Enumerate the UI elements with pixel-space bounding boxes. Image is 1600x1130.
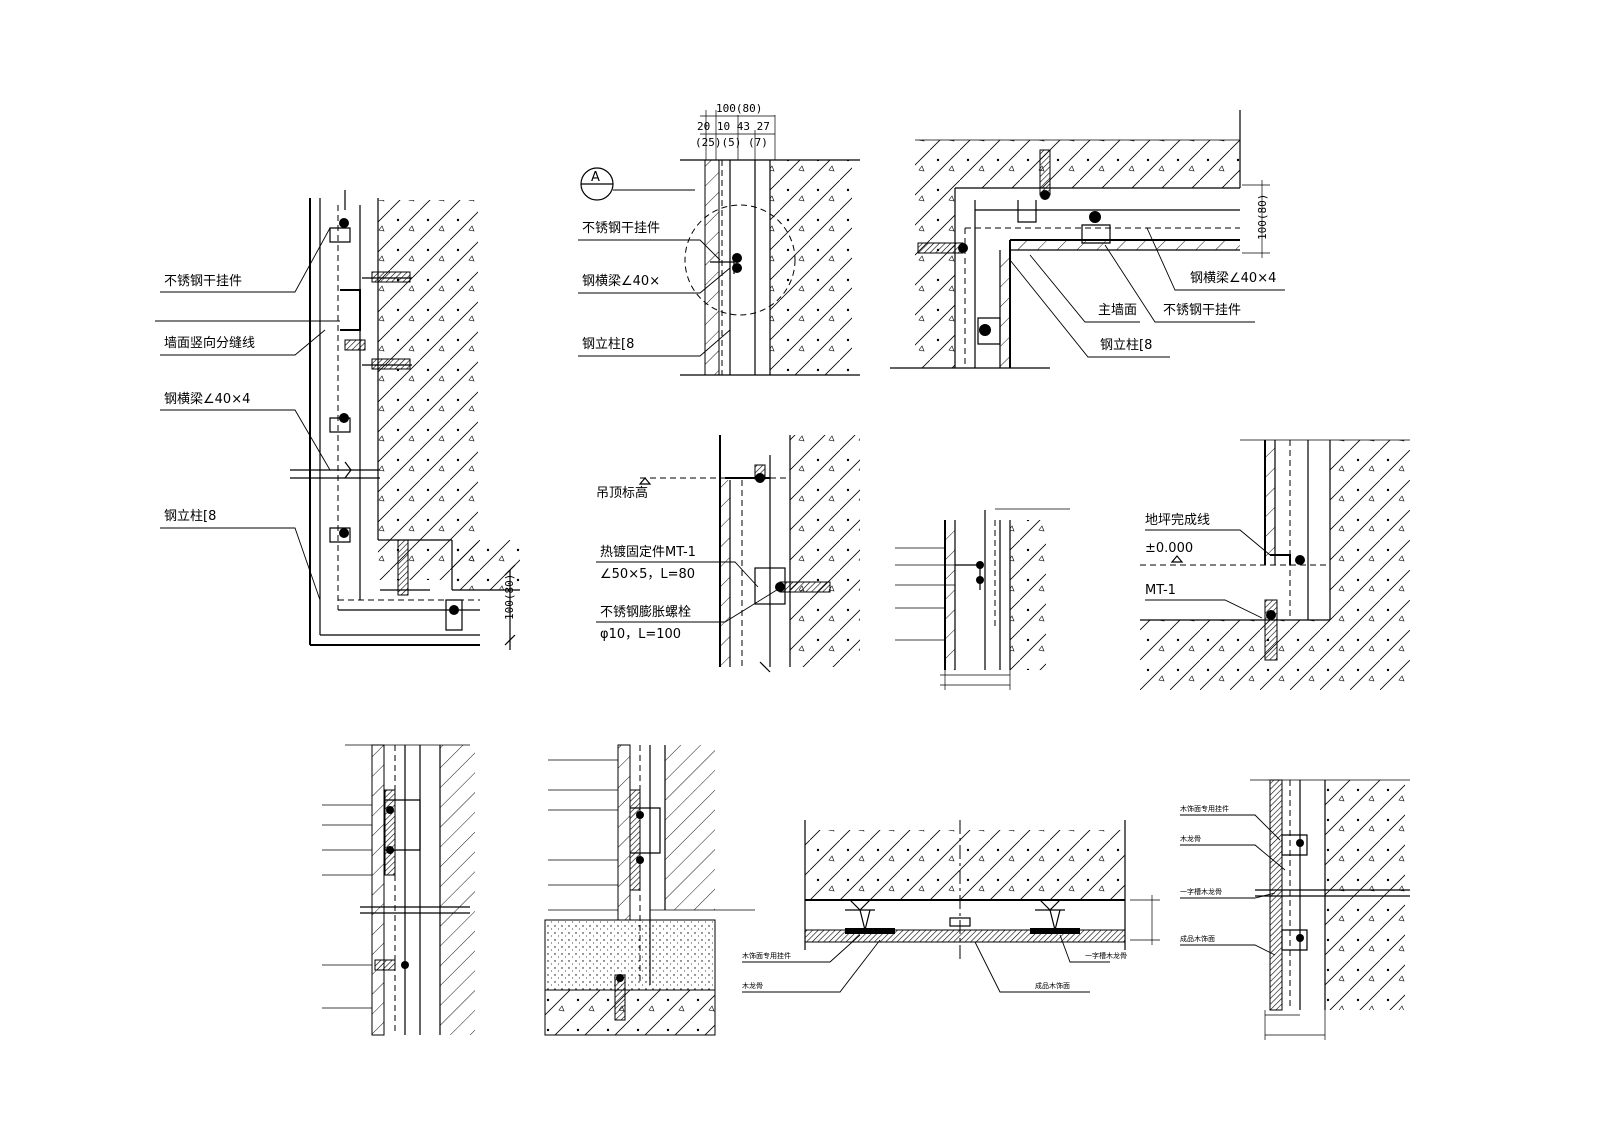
detail-9-label-right1: 一字槽木龙骨 [1085,951,1127,960]
detail-3-label-column: 钢立柱[8 [1100,338,1152,353]
detail-3-dim-side: 100(80) [1256,194,1269,240]
detail-9-label-left2: 木龙骨 [742,981,763,990]
detail-3-label-hanger: 不锈钢干挂件 [1163,303,1241,318]
detail-1-dim-side: 100(80) [503,574,516,620]
detail-10-label-b: 木龙骨 [1180,834,1201,843]
detail-9-wood-ceiling: 木饰面专用挂件 木龙骨 一字槽木龙骨 成品木饰面 [742,820,1160,993]
detail-2-dim-top: 100(80) [716,102,762,115]
detail-2-dim-parts: 20 10 43 27 [697,120,770,133]
detail-4-ceiling-fix: 吊顶标高 热镀固定件MT-1 ∠50×5，L=80 不锈钢膨胀螺栓 φ10，L=… [596,435,860,673]
detail-7-wall-section [322,744,475,1036]
detail-6-label-mt: MT-1 [1145,583,1176,598]
detail-6-label-level: ±0.000 [1145,541,1193,556]
detail-1-wall-corner: 100(80) 不锈钢干挂件 墙面竖向分缝线 钢横梁∠40×4 钢立柱[8 [155,190,520,650]
detail-3-label-base: 主墙面 [1098,303,1137,318]
detail-1-label-joint: 墙面竖向分缝线 [164,335,255,351]
detail-2-label-column: 钢立柱[8 [582,337,634,352]
detail-1-label-hanger: 不锈钢干挂件 [164,274,242,289]
detail-4-label-ceiling: 吊顶标高 [596,485,648,501]
detail-4-label-bolt1: 不锈钢膨胀螺栓 [600,605,691,620]
detail-10-label-c: 一字槽木龙骨 [1180,887,1222,896]
detail-10-label-d: 成品木饰面 [1180,934,1215,943]
detail-4-label-fix2: ∠50×5，L=80 [600,567,695,582]
detail-9-label-left1: 木饰面专用挂件 [742,951,791,960]
detail-4-label-bolt2: φ10，L=100 [600,627,681,642]
detail-6-label-floor: 地坪完成线 [1145,513,1210,528]
detail-6-floor-junction: 地坪完成线 ±0.000 MT-1 [1140,439,1410,690]
detail-1-label-beam: 钢横梁∠40×4 [164,392,250,407]
detail-2-wall-section: 100(80) 20 10 43 27 (25)(5) (7) A 不锈钢干挂件… [578,102,860,376]
detail-10-wood-wall: 木饰面专用挂件 木龙骨 一字槽木龙骨 成品木饰面 [1180,779,1410,1040]
detail-2-dim-parts2: (25)(5) (7) [695,136,768,149]
detail-3-ceiling-corner: 100(80) 钢横梁∠40×4 主墙面 不锈钢干挂件 钢立柱[8 [890,110,1285,369]
detail-10-label-a: 木饰面专用挂件 [1180,804,1229,813]
detail-2-label-beam: 钢横梁∠40× [582,274,660,289]
concrete-wall-1 [378,200,478,540]
detail-2-label-hanger: 不锈钢干挂件 [582,221,660,236]
detail-9-label-right2: 成品木饰面 [1035,981,1070,990]
detail-8-floor-section [544,744,755,1036]
detail-5-small-section [895,508,1070,690]
detail-4-label-fix1: 热镀固定件MT-1 [600,544,696,560]
detail-2-callout-label: A [591,170,600,185]
detail-3-label-beam: 钢横梁∠40×4 [1190,271,1276,286]
detail-1-label-column: 钢立柱[8 [164,509,216,524]
